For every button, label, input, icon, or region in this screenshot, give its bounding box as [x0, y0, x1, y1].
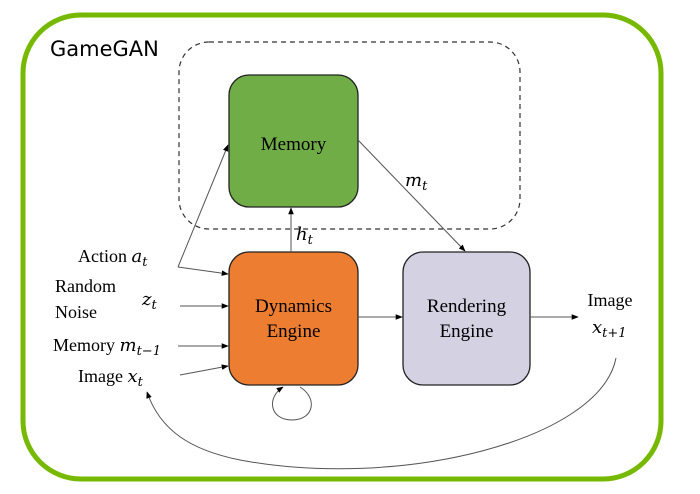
arrow-feedback-output-to-input [146, 357, 617, 470]
input-noise-symbol: zt [141, 289, 157, 313]
dynamics-engine-block: Dynamics Engine [228, 251, 359, 386]
input-image-label: Image xt [78, 366, 144, 390]
output-image-symbol: xt+1 [592, 317, 627, 341]
rendering-label-line1: Rendering [427, 296, 507, 317]
arrow-action-to-dynamics [177, 266, 229, 276]
memory-region-dashed [178, 41, 521, 230]
arrow-image-to-dynamics [179, 364, 229, 376]
input-action-label: Action at [78, 246, 148, 270]
rendering-label-line2: Engine [440, 321, 494, 342]
title-gamegan: GameGAN [50, 37, 159, 61]
dynamics-label-line2: Engine [267, 321, 321, 342]
dynamics-self-loop [272, 386, 312, 421]
output-image-label: Image [588, 290, 633, 310]
input-memory-label: Memory mt−1 [53, 335, 161, 359]
label-hidden-to-memory: ht [296, 224, 314, 248]
memory-block-label: Memory [261, 134, 327, 155]
arrow-memory-to-rendering [357, 139, 466, 252]
input-noise-line1: Random [55, 276, 116, 296]
memory-block: Memory [228, 74, 359, 208]
arrow-action-to-memory [177, 144, 229, 268]
rendering-engine-block: Rendering Engine [402, 251, 531, 386]
dynamics-label-line1: Dynamics [255, 296, 332, 317]
label-memory-to-rendering: mt [405, 170, 428, 194]
input-noise-line2: Noise [55, 302, 97, 322]
